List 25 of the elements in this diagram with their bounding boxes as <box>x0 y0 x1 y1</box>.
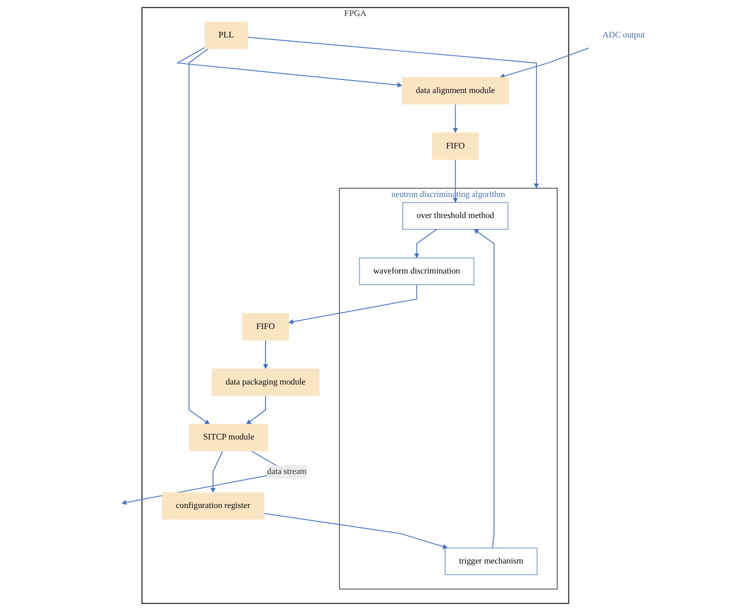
arrow <box>188 48 210 424</box>
node-box: waveform discrimination <box>359 258 474 285</box>
node-box: FIFO <box>242 313 289 340</box>
node-text: ADC output <box>602 30 645 40</box>
arrow <box>288 284 418 324</box>
arrow <box>500 48 590 78</box>
node-box: SITCP module <box>189 424 268 452</box>
node-box: over threshold method <box>402 202 508 230</box>
node-box: PLL <box>204 22 248 49</box>
edge-label: data stream <box>267 467 307 476</box>
arrow <box>452 104 458 134</box>
node-box: trigger mechanism <box>444 548 538 575</box>
arrow <box>474 229 494 548</box>
arrow <box>452 159 458 203</box>
node-box: data alignment module <box>402 77 509 104</box>
arrow <box>210 450 223 493</box>
node-box: configuration register <box>162 492 264 520</box>
arrow <box>414 228 438 258</box>
arrow <box>246 395 266 424</box>
arrow <box>263 340 268 370</box>
arrow <box>264 513 448 550</box>
arrow <box>176 47 402 88</box>
node-box: data packaging module <box>212 368 320 396</box>
node-box: FIFO <box>432 132 479 160</box>
arrow <box>247 36 539 188</box>
